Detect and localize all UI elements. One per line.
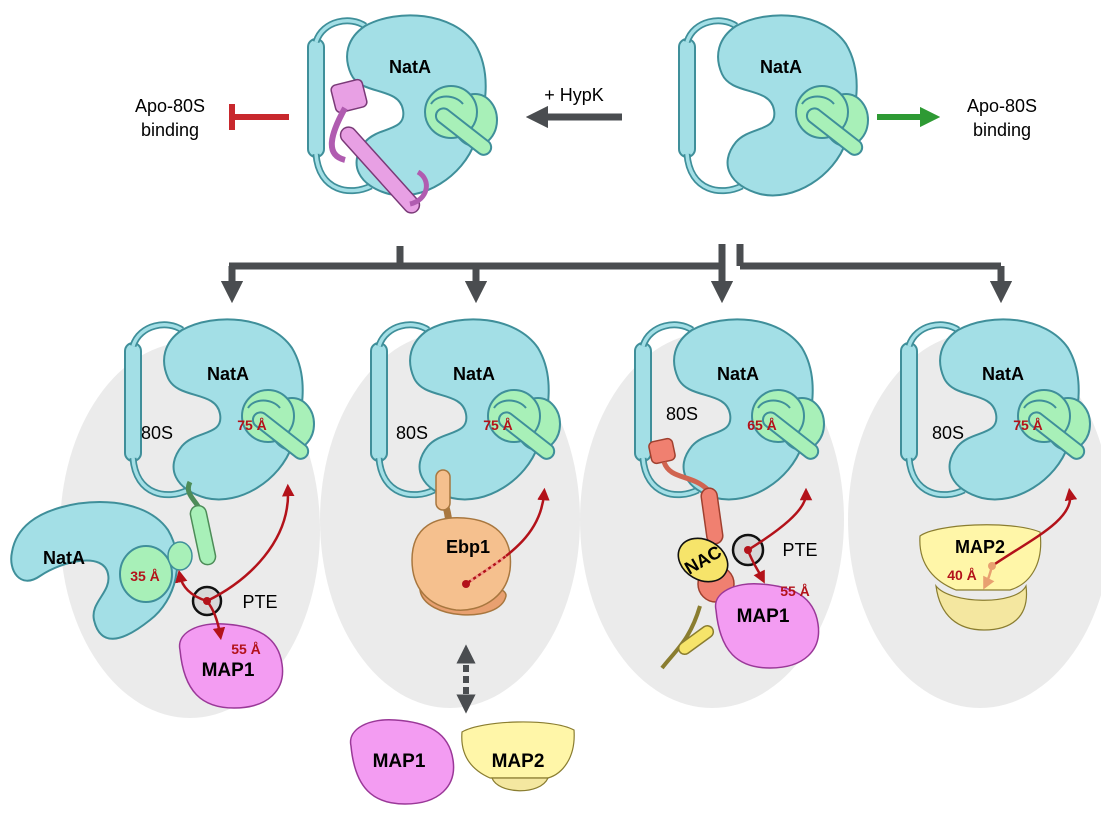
top-right-natA: NatA xyxy=(679,15,868,195)
panel1-pte-label: PTE xyxy=(242,592,277,612)
panel1-distance-second: 35 Å xyxy=(130,568,160,584)
hypk-subunit xyxy=(328,78,429,214)
panel-2: NatA 80S 75 Å Ebp1 MAP1 MAP2 xyxy=(320,319,580,805)
top-right-natA-label: NatA xyxy=(760,57,802,77)
hypk-label: + HypK xyxy=(544,85,604,105)
panel-1: NatA 80S 75 Å NatA 35 Å MAP1 PTE 55 Å xyxy=(10,319,320,718)
panel2-distance-top: 75 Å xyxy=(483,417,513,433)
panel4-map2-label: MAP2 xyxy=(955,537,1005,557)
apo-right-line1: Apo-80S xyxy=(967,96,1037,116)
panel2-map1-label: MAP1 xyxy=(373,751,426,772)
panel1-second-natA-label: NatA xyxy=(43,548,85,568)
panel2-map2-label: MAP2 xyxy=(492,751,545,772)
panel3-distance-top: 65 Å xyxy=(747,417,777,433)
apo-left-line2: binding xyxy=(141,120,199,140)
ebp1 xyxy=(411,469,512,616)
panel2-ebp1-label: Ebp1 xyxy=(446,537,490,557)
panel3-map1-label: MAP1 xyxy=(737,606,790,627)
nac xyxy=(660,537,729,670)
apo-right-line2: binding xyxy=(973,120,1031,140)
top-left-natA-hypk: NatA xyxy=(308,15,497,214)
panel4-distance-bottom: 40 Å xyxy=(947,567,977,583)
panel1-natA-label: NatA xyxy=(207,364,249,384)
panel-4: NatA 80S 75 Å MAP2 40 Å xyxy=(848,319,1101,708)
panel2-natA-label: NatA xyxy=(453,364,495,384)
map2-factor xyxy=(919,524,1042,631)
panel1-distance-top: 75 Å xyxy=(237,417,267,433)
panel4-distance-top: 75 Å xyxy=(1013,417,1043,433)
panel4-natA-label: NatA xyxy=(982,364,1024,384)
panel3-pte-label: PTE xyxy=(782,540,817,560)
panel3-distance-bottom: 55 Å xyxy=(780,583,810,599)
branch-arrows xyxy=(220,244,1013,304)
panel1-map1-label: MAP1 xyxy=(202,660,255,681)
panel1-80s-label: 80S xyxy=(141,423,173,443)
panel-3: NatA 80S 65 Å NAC MAP1 PTE 55 Å xyxy=(580,319,844,708)
panel2-80s-label: 80S xyxy=(396,423,428,443)
apo-left-line1: Apo-80S xyxy=(135,96,205,116)
inhibition-bar-icon xyxy=(229,104,289,130)
panel1-distance-bottom: 55 Å xyxy=(231,641,261,657)
second-natA xyxy=(10,501,193,640)
panel4-80s-label: 80S xyxy=(932,423,964,443)
panel3-80s-label: 80S xyxy=(666,404,698,424)
top-left-natA-label: NatA xyxy=(389,57,431,77)
panel3-natA-label: NatA xyxy=(717,364,759,384)
